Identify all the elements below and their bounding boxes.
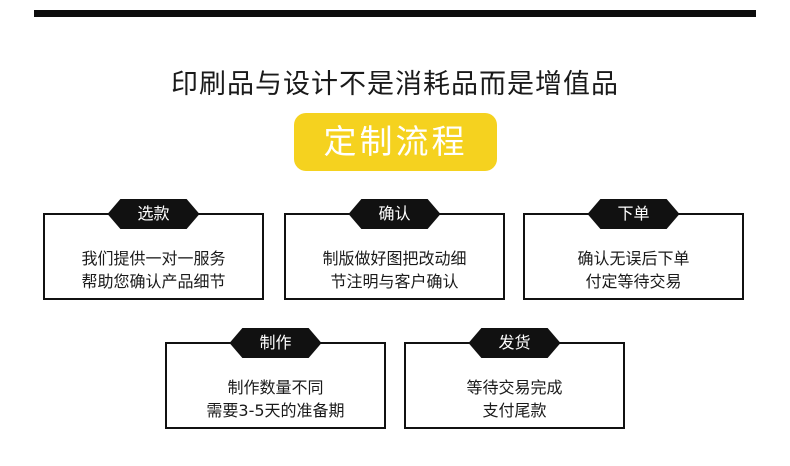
step-description-line: 确认无误后下单: [577, 249, 690, 268]
step-description: 制版做好图把改动细 节注明与客户确认: [286, 247, 503, 293]
step-confirm: 确认 制版做好图把改动细 节注明与客户确认: [284, 199, 505, 300]
step-select-style: 选款 我们提供一对一服务 帮助您确认产品细节: [43, 199, 264, 300]
headline: 印刷品与设计不是消耗品而是增值品: [171, 69, 619, 100]
step-title-tag: 发货: [468, 328, 561, 358]
step-place-order: 下单 确认无误后下单 付定等待交易: [523, 199, 744, 300]
process-banner: 定制流程: [294, 113, 497, 171]
top-divider-bar: [34, 10, 756, 17]
step-description-line: 付定等待交易: [585, 272, 682, 291]
step-description-line: 我们提供一对一服务: [81, 249, 226, 268]
step-title-tag: 下单: [587, 199, 680, 229]
step-description-line: 等待交易完成: [466, 378, 563, 397]
step-description-line: 帮助您确认产品细节: [81, 272, 226, 291]
step-description: 等待交易完成 支付尾款: [406, 376, 623, 422]
step-description-line: 需要3-5天的准备期: [206, 401, 345, 420]
step-description: 确认无误后下单 付定等待交易: [525, 247, 742, 293]
step-production: 制作 制作数量不同 需要3-5天的准备期: [165, 328, 386, 429]
step-title-tag: 制作: [229, 328, 322, 358]
step-description: 我们提供一对一服务 帮助您确认产品细节: [45, 247, 262, 293]
step-description-line: 支付尾款: [482, 401, 547, 420]
step-description: 制作数量不同 需要3-5天的准备期: [167, 376, 384, 422]
step-title-tag: 选款: [107, 199, 200, 229]
step-title-tag: 确认: [348, 199, 441, 229]
step-shipping: 发货 等待交易完成 支付尾款: [404, 328, 625, 429]
step-description-line: 节注明与客户确认: [330, 272, 459, 291]
step-description-line: 制作数量不同: [227, 378, 324, 397]
step-description-line: 制版做好图把改动细: [322, 249, 467, 268]
